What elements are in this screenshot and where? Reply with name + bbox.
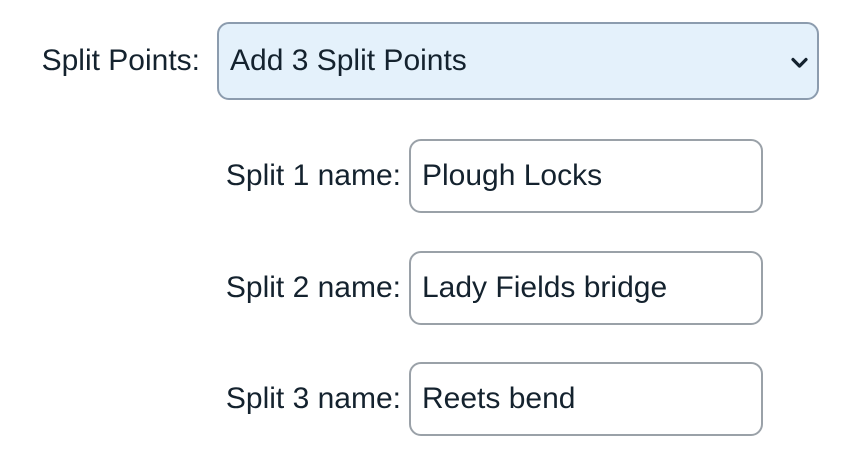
split-2-row: Split 2 name: [0,251,868,325]
split-points-label: Split Points: [41,43,200,77]
split-3-row: Split 3 name: [0,362,868,436]
split-1-name-input[interactable] [409,139,763,213]
split-2-name-label: Split 2 name: [225,270,401,304]
chevron-down-icon [791,56,808,68]
split-points-row: Split Points: Add 3 Split Points [0,22,868,100]
split-points-select[interactable]: Add 3 Split Points [217,22,819,100]
split-3-name-label: Split 3 name: [225,381,401,415]
split-1-row: Split 1 name: [0,139,868,213]
split-1-name-label: Split 1 name: [225,158,401,192]
split-points-selected-value: Add 3 Split Points [230,44,467,77]
split-2-name-input[interactable] [409,251,763,325]
split-3-name-input[interactable] [409,362,763,436]
